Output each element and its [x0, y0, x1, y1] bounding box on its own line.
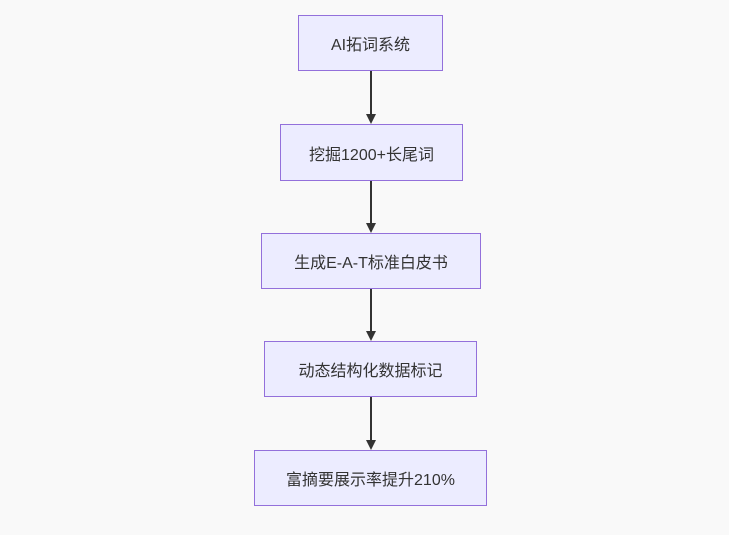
flow-node-label: 挖掘1200+长尾词	[309, 146, 434, 164]
arrow-line	[370, 289, 372, 333]
flow-node-label: 生成E-A-T标准白皮书	[294, 255, 448, 272]
flow-node-rich-snippet-rate: 富摘要展示率提升210%	[254, 450, 487, 506]
arrow-down-icon	[366, 114, 376, 124]
flow-node-eat-whitepaper: 生成E-A-T标准白皮书	[261, 233, 481, 289]
arrow-down-icon	[366, 331, 376, 341]
flow-node-label: 动态结构化数据标记	[298, 363, 443, 380]
arrow-down-icon	[366, 223, 376, 233]
arrow-line	[370, 181, 372, 225]
flow-node-ai-word-expansion-system: AI拓词系统	[298, 15, 443, 71]
flow-edge-4	[365, 397, 377, 450]
flow-edge-1	[365, 71, 377, 124]
arrow-line	[370, 397, 372, 442]
flow-node-label: 富摘要展示率提升210%	[286, 472, 455, 489]
flow-node-longtail-keywords: 挖掘1200+长尾词	[280, 124, 463, 181]
flow-edge-3	[365, 289, 377, 341]
flow-edge-2	[365, 181, 377, 233]
arrow-line	[370, 71, 372, 116]
flow-node-structured-data-markup: 动态结构化数据标记	[264, 341, 477, 397]
arrow-down-icon	[366, 440, 376, 450]
flow-node-label: AI拓词系统	[330, 37, 411, 54]
